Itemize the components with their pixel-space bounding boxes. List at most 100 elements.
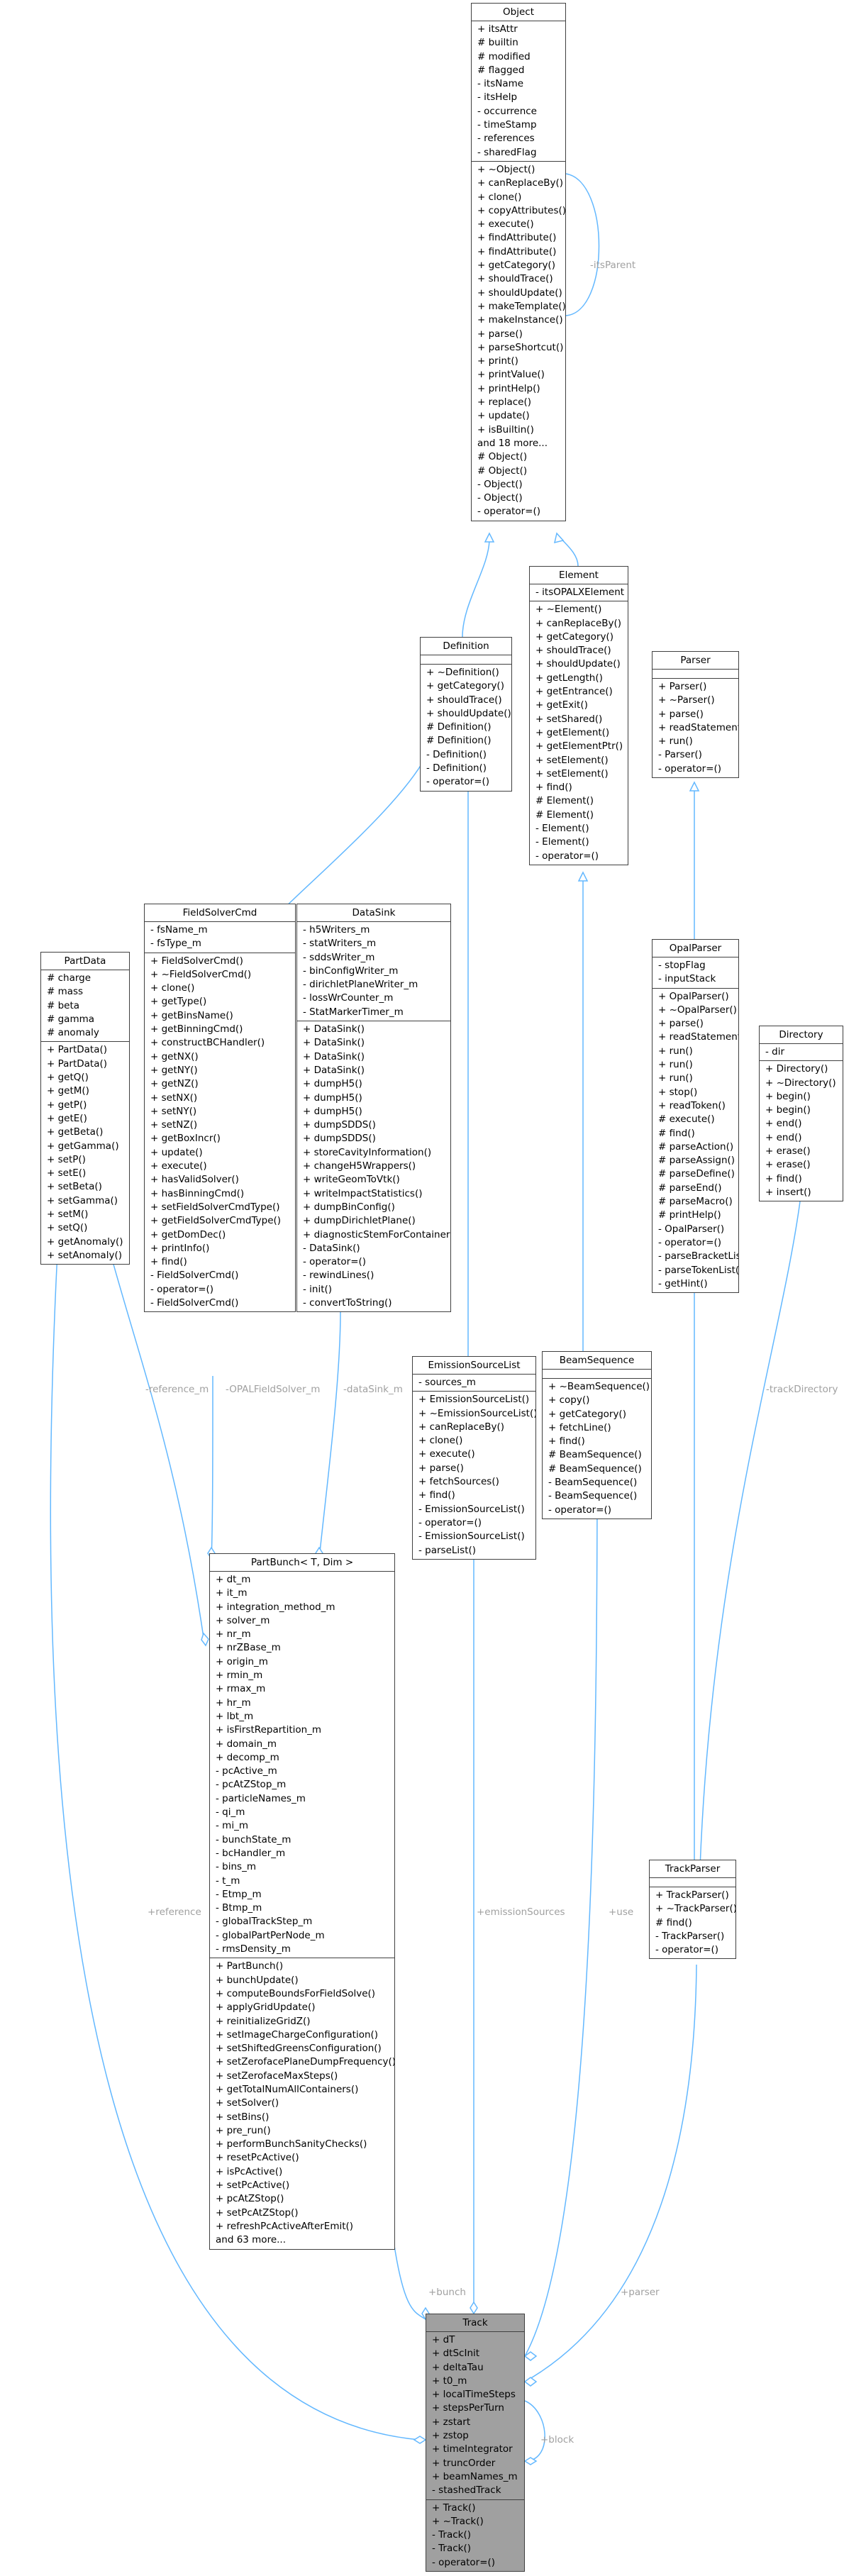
attribute-row: + beamNames_m (432, 2470, 518, 2482)
edge-object-itsparent (565, 173, 600, 316)
operation-row: + setAnomaly() (47, 1249, 122, 1261)
operation-row: + execute() (418, 1448, 475, 1460)
class-fieldsolvercmd[interactable]: FieldSolverCmd- fsName_m- fsType_m+ Fiel… (144, 904, 296, 1313)
edge-label-emissionsources: +emissionSources (477, 1906, 565, 1918)
operation-row: + getCategory() (426, 680, 504, 692)
operation-row: + ~TrackParser() (655, 1903, 735, 1915)
attribute-row: - fsType_m (150, 938, 201, 950)
class-title: DataSink (297, 904, 450, 922)
operation-row: + ~Element() (535, 604, 602, 616)
operation-row: + ~Track() (432, 2515, 484, 2527)
class-beamsequence[interactable]: BeamSequence+ ~BeamSequence()+ copy()+ g… (542, 1351, 652, 1519)
operation-row: + EmissionSourceList() (418, 1394, 530, 1406)
class-directory[interactable]: Directory- dir+ Directory()+ ~Directory(… (759, 1026, 843, 1202)
class-trackparser[interactable]: TrackParser+ TrackParser()+ ~TrackParser… (649, 1860, 736, 1960)
class-track[interactable]: Track+ dT+ dtScInit+ deltaTau+ t0_m+ loc… (426, 2314, 525, 2572)
class-opalparser[interactable]: OpalParser- stopFlag- inputStack+ OpalPa… (652, 939, 739, 1294)
attribute-row: + nrZBase_m (216, 1642, 281, 1654)
attributes-section: + dT+ dtScInit+ deltaTau+ t0_m+ localTim… (426, 2332, 524, 2500)
operation-row: + storeCavityInformation() (303, 1146, 432, 1158)
class-object[interactable]: Object+ itsAttr# builtin# modified# flag… (471, 3, 566, 521)
operation-row: + shouldUpdate() (426, 707, 511, 719)
operation-row: - Object() (477, 492, 523, 504)
operation-row: + setPcActive() (216, 2180, 290, 2192)
operation-row: + canReplaceBy() (535, 617, 622, 629)
operation-row: + Track() (432, 2502, 476, 2514)
operation-row: + ~OpalParser() (658, 1004, 737, 1016)
operations-section: + FieldSolverCmd()+ ~FieldSolverCmd()+ c… (145, 953, 295, 1312)
class-element[interactable]: Element- itsOPALXElement+ ~Element()+ ca… (529, 566, 628, 865)
operation-row: + setNZ() (150, 1119, 198, 1131)
operation-row: + clone() (418, 1435, 463, 1447)
operation-row: + getBeta() (47, 1126, 104, 1138)
attributes-section: - dir (760, 1044, 843, 1062)
attribute-row: + stepsPerTurn (432, 2402, 504, 2414)
operation-row: - operator=() (303, 1256, 367, 1268)
operation-row: + setElement() (535, 767, 609, 779)
operation-row: + findAttribute() (477, 232, 557, 244)
operation-row: + end() (765, 1118, 802, 1130)
operation-row: - TrackParser() (655, 1930, 725, 1942)
attributes-section (543, 1370, 651, 1379)
operation-row: + clone() (150, 982, 195, 994)
class-emissionsourcelist[interactable]: EmissionSourceList- sources_m+ EmissionS… (412, 1356, 536, 1560)
operation-row: + setGamma() (47, 1194, 118, 1206)
operation-row: - operator=() (418, 1516, 482, 1528)
attribute-row: # beta (47, 999, 80, 1011)
operation-row: + getExit() (535, 699, 588, 711)
operation-row: and 63 more... (216, 2234, 287, 2246)
operation-row: + getGamma() (47, 1140, 119, 1152)
operation-row: - Track() (432, 2543, 472, 2555)
operation-row: + getCategory() (477, 260, 555, 272)
operation-row: + parse() (658, 1018, 704, 1030)
operation-row: - OpalParser() (658, 1223, 725, 1235)
operation-row: - operator=() (548, 1504, 612, 1516)
attribute-row: + hr_m (216, 1697, 251, 1709)
attribute-row: - sources_m (418, 1377, 476, 1388)
edge-beamsequence-track (524, 1471, 598, 2357)
attribute-row: + isFirstRepartition_m (216, 1724, 322, 1736)
class-partbunch[interactable]: PartBunch< T, Dim >+ dt_m+ it_m+ integra… (209, 1553, 395, 2250)
operation-row: + run() (658, 1045, 693, 1057)
operation-row: # Element() (535, 809, 594, 821)
attribute-row: - inputStack (658, 973, 716, 985)
class-title: Directory (760, 1026, 843, 1044)
operation-row: + begin() (765, 1090, 811, 1102)
operation-row: + Directory() (765, 1063, 828, 1075)
operation-row: + bunchUpdate() (216, 1974, 299, 1986)
operation-row: + getEntrance() (535, 686, 613, 698)
operation-row: + findAttribute() (477, 245, 557, 257)
attributes-section: + dt_m+ it_m+ integration_method_m+ solv… (210, 1572, 394, 1959)
attributes-section: - itsOPALXElement (530, 584, 628, 602)
class-title: PartData (41, 953, 129, 970)
operation-row: + parse() (658, 708, 704, 720)
operation-row: - BeamSequence() (548, 1477, 638, 1489)
operation-row: # parseDefine() (658, 1168, 735, 1180)
attribute-row: - StatMarkerTimer_m (303, 1006, 404, 1018)
operation-row: + parse() (418, 1462, 464, 1474)
attribute-row: + dtScInit (432, 2348, 480, 2360)
operation-row: - operator=() (658, 762, 722, 775)
edge-partbunch-track (393, 2241, 426, 2320)
operation-row: + DataSink() (303, 1037, 365, 1049)
attribute-row: + dT (432, 2334, 455, 2345)
operation-row: + canReplaceBy() (418, 1421, 505, 1433)
operation-row: # find() (655, 1916, 692, 1928)
operation-row: + setZerofaceMaxSteps() (216, 2070, 338, 2082)
operation-row: + update() (477, 410, 530, 422)
class-title: TrackParser (650, 1860, 735, 1878)
class-parser[interactable]: Parser+ Parser()+ ~Parser()+ parse()+ re… (652, 651, 739, 779)
edge-directory-trackparser (699, 1201, 801, 1889)
attribute-row: - globalPartPerNode_m (216, 1929, 325, 1941)
edge-trackparser-track (524, 1964, 697, 2382)
operation-row: # find() (658, 1127, 695, 1139)
class-partdata[interactable]: PartData# charge# mass# beta# gamma# ano… (40, 952, 130, 1265)
operation-row: - Element() (535, 823, 589, 835)
class-datasink[interactable]: DataSink- h5Writers_m- statWriters_m- sd… (296, 904, 451, 1313)
operation-row: + hasBinningCmd() (150, 1187, 245, 1199)
class-title: BeamSequence (543, 1352, 651, 1370)
class-definition[interactable]: Definition+ ~Definition()+ getCategory()… (420, 637, 512, 792)
operation-row: # parseMacro() (658, 1196, 733, 1208)
operation-row: + diagnosticStemForContainer() (303, 1228, 450, 1240)
operation-row: + find() (535, 782, 572, 794)
